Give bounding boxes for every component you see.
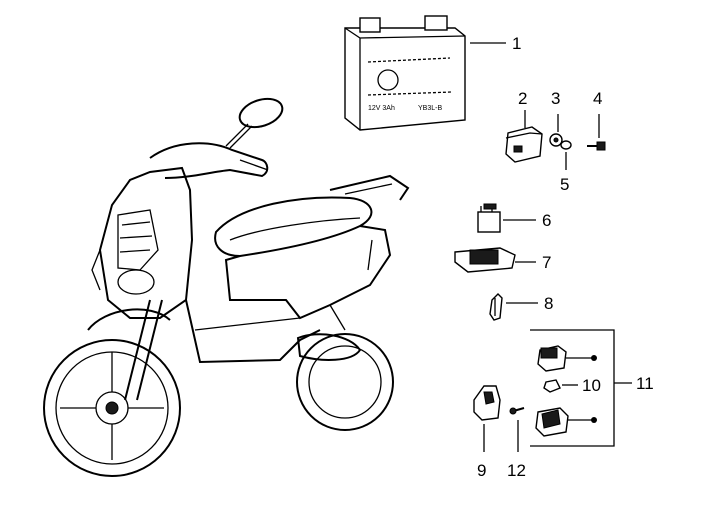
relay	[505, 126, 543, 163]
battery-terminal-left	[359, 17, 381, 33]
mirror	[238, 97, 284, 129]
switch-cap-upper	[537, 345, 567, 372]
battery-label-line2: YB3L-B	[418, 105, 442, 112]
screw	[587, 141, 606, 151]
label-7: 7	[542, 253, 551, 272]
front-shield	[98, 166, 194, 319]
label-1: 1	[512, 34, 521, 53]
voltage-regulator	[454, 247, 516, 273]
front-wheel	[43, 339, 181, 477]
fuse	[489, 293, 503, 321]
battery-label-line1: 12V 3Ah	[368, 105, 395, 112]
washer	[560, 140, 572, 150]
label-6: 6	[542, 211, 551, 230]
seat	[214, 196, 373, 258]
small-cap	[543, 379, 561, 393]
holder-bracket	[473, 385, 501, 421]
label-11: 11	[636, 374, 654, 393]
bullet-dot	[591, 355, 597, 361]
label-4: 4	[593, 89, 602, 108]
small-screw	[509, 407, 525, 415]
switch-cap-lower	[535, 407, 569, 437]
battery: 12V 3Ah YB3L-B	[344, 15, 466, 131]
nut	[549, 133, 563, 147]
label-9: 9	[477, 461, 486, 480]
label-5: 5	[560, 175, 569, 194]
label-8: 8	[544, 294, 553, 313]
flasher-relay	[477, 203, 501, 233]
group-bracket	[530, 329, 615, 447]
rear-wheel	[296, 333, 394, 431]
label-3: 3	[551, 89, 560, 108]
bullet-dot	[591, 417, 597, 423]
label-2: 2	[518, 89, 527, 108]
label-10: 10	[582, 376, 601, 395]
label-12: 12	[507, 461, 526, 480]
scooter-illustration	[43, 97, 410, 477]
battery-terminal-right	[424, 15, 448, 31]
